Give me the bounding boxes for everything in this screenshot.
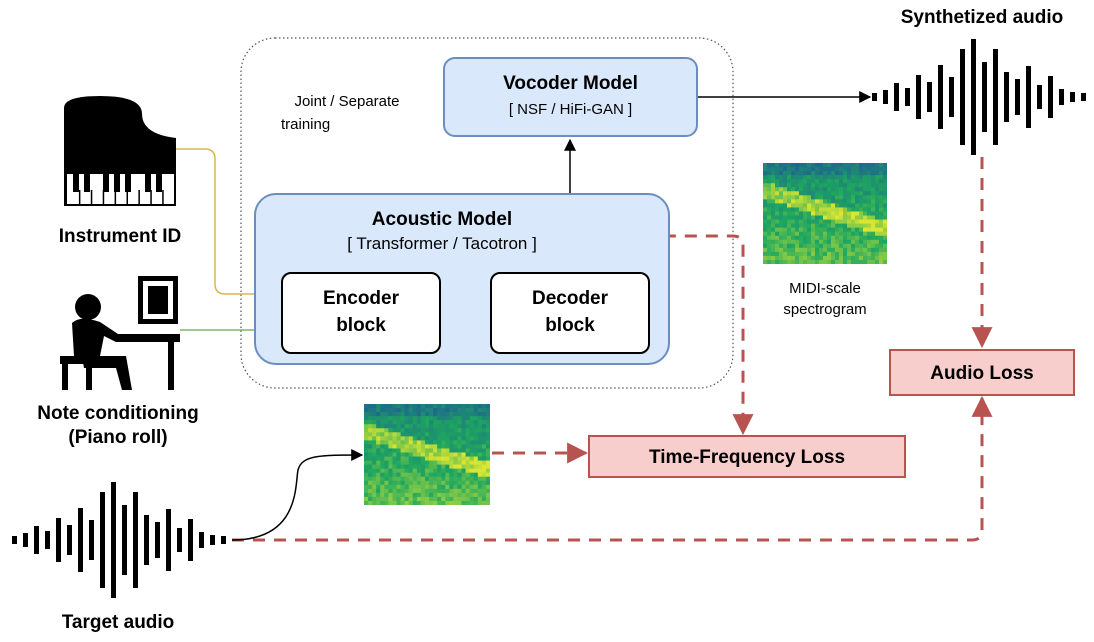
acoustic-subtitle: [ Transformer / Tacotron ] [347,234,537,253]
midi-spectrogram-line-2: spectrogram [783,301,867,318]
instrument-id-label: Instrument ID [58,226,182,247]
audio-loss-label: Audio Loss [930,363,1034,384]
spectrogram-image [763,163,887,264]
time-frequency-loss-label: Time-Frequency Loss [648,447,846,468]
encoder-line-1: Encoder [322,288,400,309]
acoustic-title: Acoustic Model [371,209,513,230]
decoder-line-2: block [545,315,595,336]
synthetized-waveform-icon [872,39,1086,155]
target-audio-label: Target audio [61,612,175,633]
audio-loss-box: Audio Loss [889,349,1075,396]
vocoder-title: Vocoder Model [503,73,638,94]
note-conditioning-line-1: Note conditioning [37,403,199,424]
piano-icon [64,96,176,206]
encoder-block: Encoder block [281,272,441,354]
decoder-line-1: Decoder [531,288,609,309]
synthetized-audio-label: Synthetized audio [900,7,1064,28]
joint-training-line-1: Joint / Separate [294,93,400,110]
target-to-spectrogram-arrow [231,449,364,541]
midi-spectrogram-line-1: MIDI-scale [789,280,861,297]
joint-training-line-2: training [281,116,331,133]
pianist-icon [60,276,180,390]
time-frequency-loss-box: Time-Frequency Loss [588,435,906,478]
target-waveform-icon [12,482,226,598]
joint-training-region [240,37,734,389]
vocoder-model-box: Vocoder Model [ NSF / HiFi-GAN ] [443,57,698,137]
decoder-block: Decoder block [490,272,650,354]
instrument-to-encoder-arrow [176,148,281,300]
encoder-line-2: block [336,315,386,336]
vocoder-subtitle: [ NSF / HiFi-GAN ] [508,101,633,118]
target-spectrogram-image [364,404,490,505]
target-to-audio-loss-arrow [232,395,993,542]
note-conditioning-line-2: (Piano roll) [68,427,168,448]
